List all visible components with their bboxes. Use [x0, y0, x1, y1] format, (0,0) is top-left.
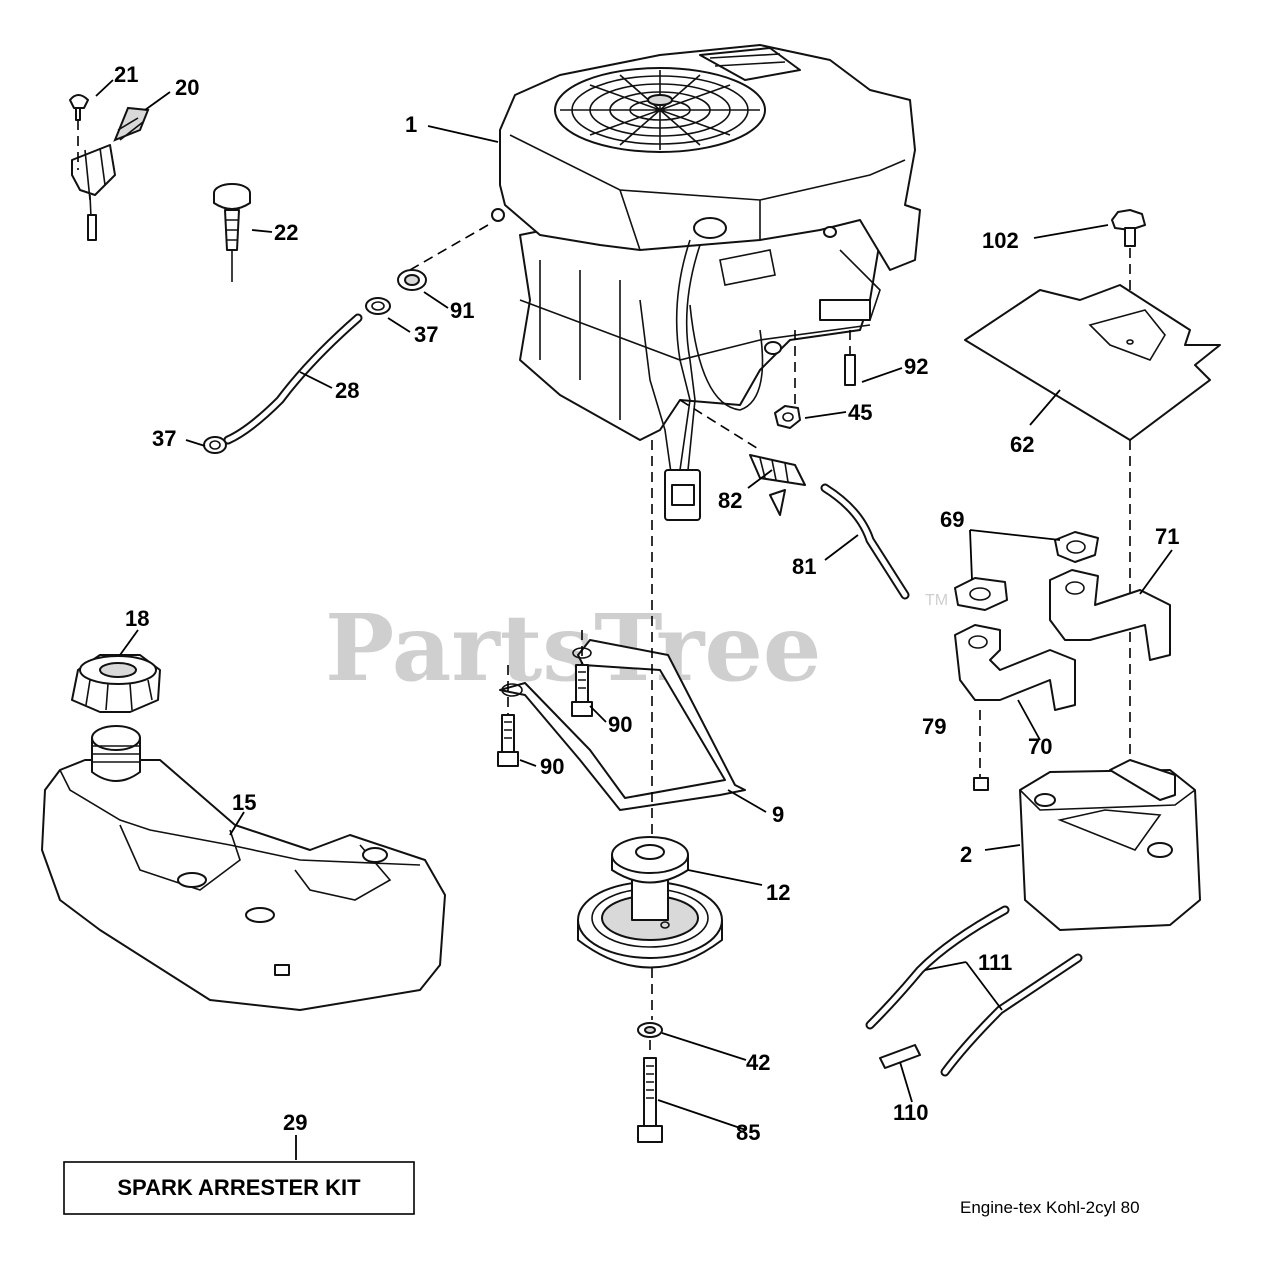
callout-9[interactable]: 9: [772, 802, 784, 827]
callout-91[interactable]: 91: [450, 298, 474, 323]
callout-102[interactable]: 102: [982, 228, 1019, 253]
heat-shield-part[interactable]: [964, 284, 1221, 770]
fuel-pump-part[interactable]: [679, 399, 806, 516]
callout-28[interactable]: 28: [335, 378, 359, 403]
choke-control-part[interactable]: [69, 94, 150, 241]
muffler-part[interactable]: [1019, 759, 1201, 931]
callout-37-upper[interactable]: 37: [414, 322, 438, 347]
callout-90-upper[interactable]: 90: [608, 712, 632, 737]
callout-29[interactable]: 29: [283, 1110, 307, 1135]
callouts: 1 21 20 22 91 37 28 37 92 45 102 62 82 8…: [114, 62, 1179, 1145]
drain-valve-part[interactable]: [213, 183, 251, 282]
callout-45[interactable]: 45: [848, 400, 872, 425]
callout-82[interactable]: 82: [718, 488, 742, 513]
pulley-part[interactable]: [577, 836, 723, 969]
callout-92[interactable]: 92: [904, 354, 928, 379]
bolt-92-part[interactable]: [794, 330, 856, 410]
hose-clamp-part-lower[interactable]: [203, 436, 227, 454]
fuel-fitting-part[interactable]: [397, 224, 489, 291]
callout-79[interactable]: 79: [922, 714, 946, 739]
callout-70[interactable]: 70: [1028, 734, 1052, 759]
callout-20[interactable]: 20: [175, 75, 199, 100]
callout-12[interactable]: 12: [766, 880, 790, 905]
callout-69[interactable]: 69: [940, 507, 964, 532]
washer-42-part[interactable]: [637, 1022, 663, 1038]
wiring-harness: [639, 239, 701, 521]
spark-arrester-kit-label: SPARK ARRESTER KIT: [117, 1175, 361, 1200]
callout-90-lower[interactable]: 90: [540, 754, 564, 779]
watermark-trademark: TM: [925, 592, 948, 609]
leader-lines: [95, 79, 1173, 1160]
fuel-cap-part[interactable]: [71, 654, 161, 713]
engine-part[interactable]: [491, 44, 921, 441]
watermark-text: PartsTree: [325, 594, 821, 702]
callout-111[interactable]: 111: [978, 950, 1012, 975]
callout-2[interactable]: 2: [960, 842, 972, 867]
exhaust-pipe-71-part[interactable]: [1049, 569, 1171, 661]
exhaust-pipe-70-part[interactable]: [954, 624, 1076, 711]
exhaust-bolt-part[interactable]: [973, 710, 989, 791]
callout-15[interactable]: 15: [232, 790, 256, 815]
breather-hose-part[interactable]: [865, 905, 1083, 1077]
nut-45-part[interactable]: [774, 405, 801, 429]
callout-110[interactable]: 110: [893, 1100, 929, 1125]
bolt-90-part-upper[interactable]: [571, 630, 593, 717]
bolt-90-part-lower[interactable]: [497, 665, 519, 767]
heat-shield-screw-part[interactable]: [1111, 209, 1146, 340]
fuel-line-part[interactable]: [820, 483, 910, 600]
callout-37-lower[interactable]: 37: [152, 426, 176, 451]
callout-18[interactable]: 18: [125, 606, 149, 631]
callout-62[interactable]: 62: [1010, 432, 1034, 457]
callout-42[interactable]: 42: [746, 1050, 770, 1075]
fuel-hose-part[interactable]: [223, 313, 363, 445]
watermark: PartsTree TM: [325, 592, 948, 702]
diagram-reference: Engine-tex Kohl-2cyl 80: [960, 1198, 1140, 1217]
callout-85[interactable]: 85: [736, 1120, 760, 1145]
exhaust-gasket-part[interactable]: [954, 531, 1099, 611]
bolt-85-part[interactable]: [637, 1040, 663, 1143]
hose-clamp-part-upper[interactable]: [365, 297, 391, 315]
callout-1[interactable]: 1: [405, 112, 417, 137]
callout-21[interactable]: 21: [114, 62, 138, 87]
callout-71[interactable]: 71: [1155, 524, 1179, 549]
spark-arrester-kit-box[interactable]: SPARK ARRESTER KIT: [63, 1161, 415, 1215]
fuel-tank-part[interactable]: [41, 725, 446, 1011]
callout-81[interactable]: 81: [792, 554, 816, 579]
callout-22[interactable]: 22: [274, 220, 298, 245]
hose-connector-part[interactable]: [879, 1044, 921, 1069]
